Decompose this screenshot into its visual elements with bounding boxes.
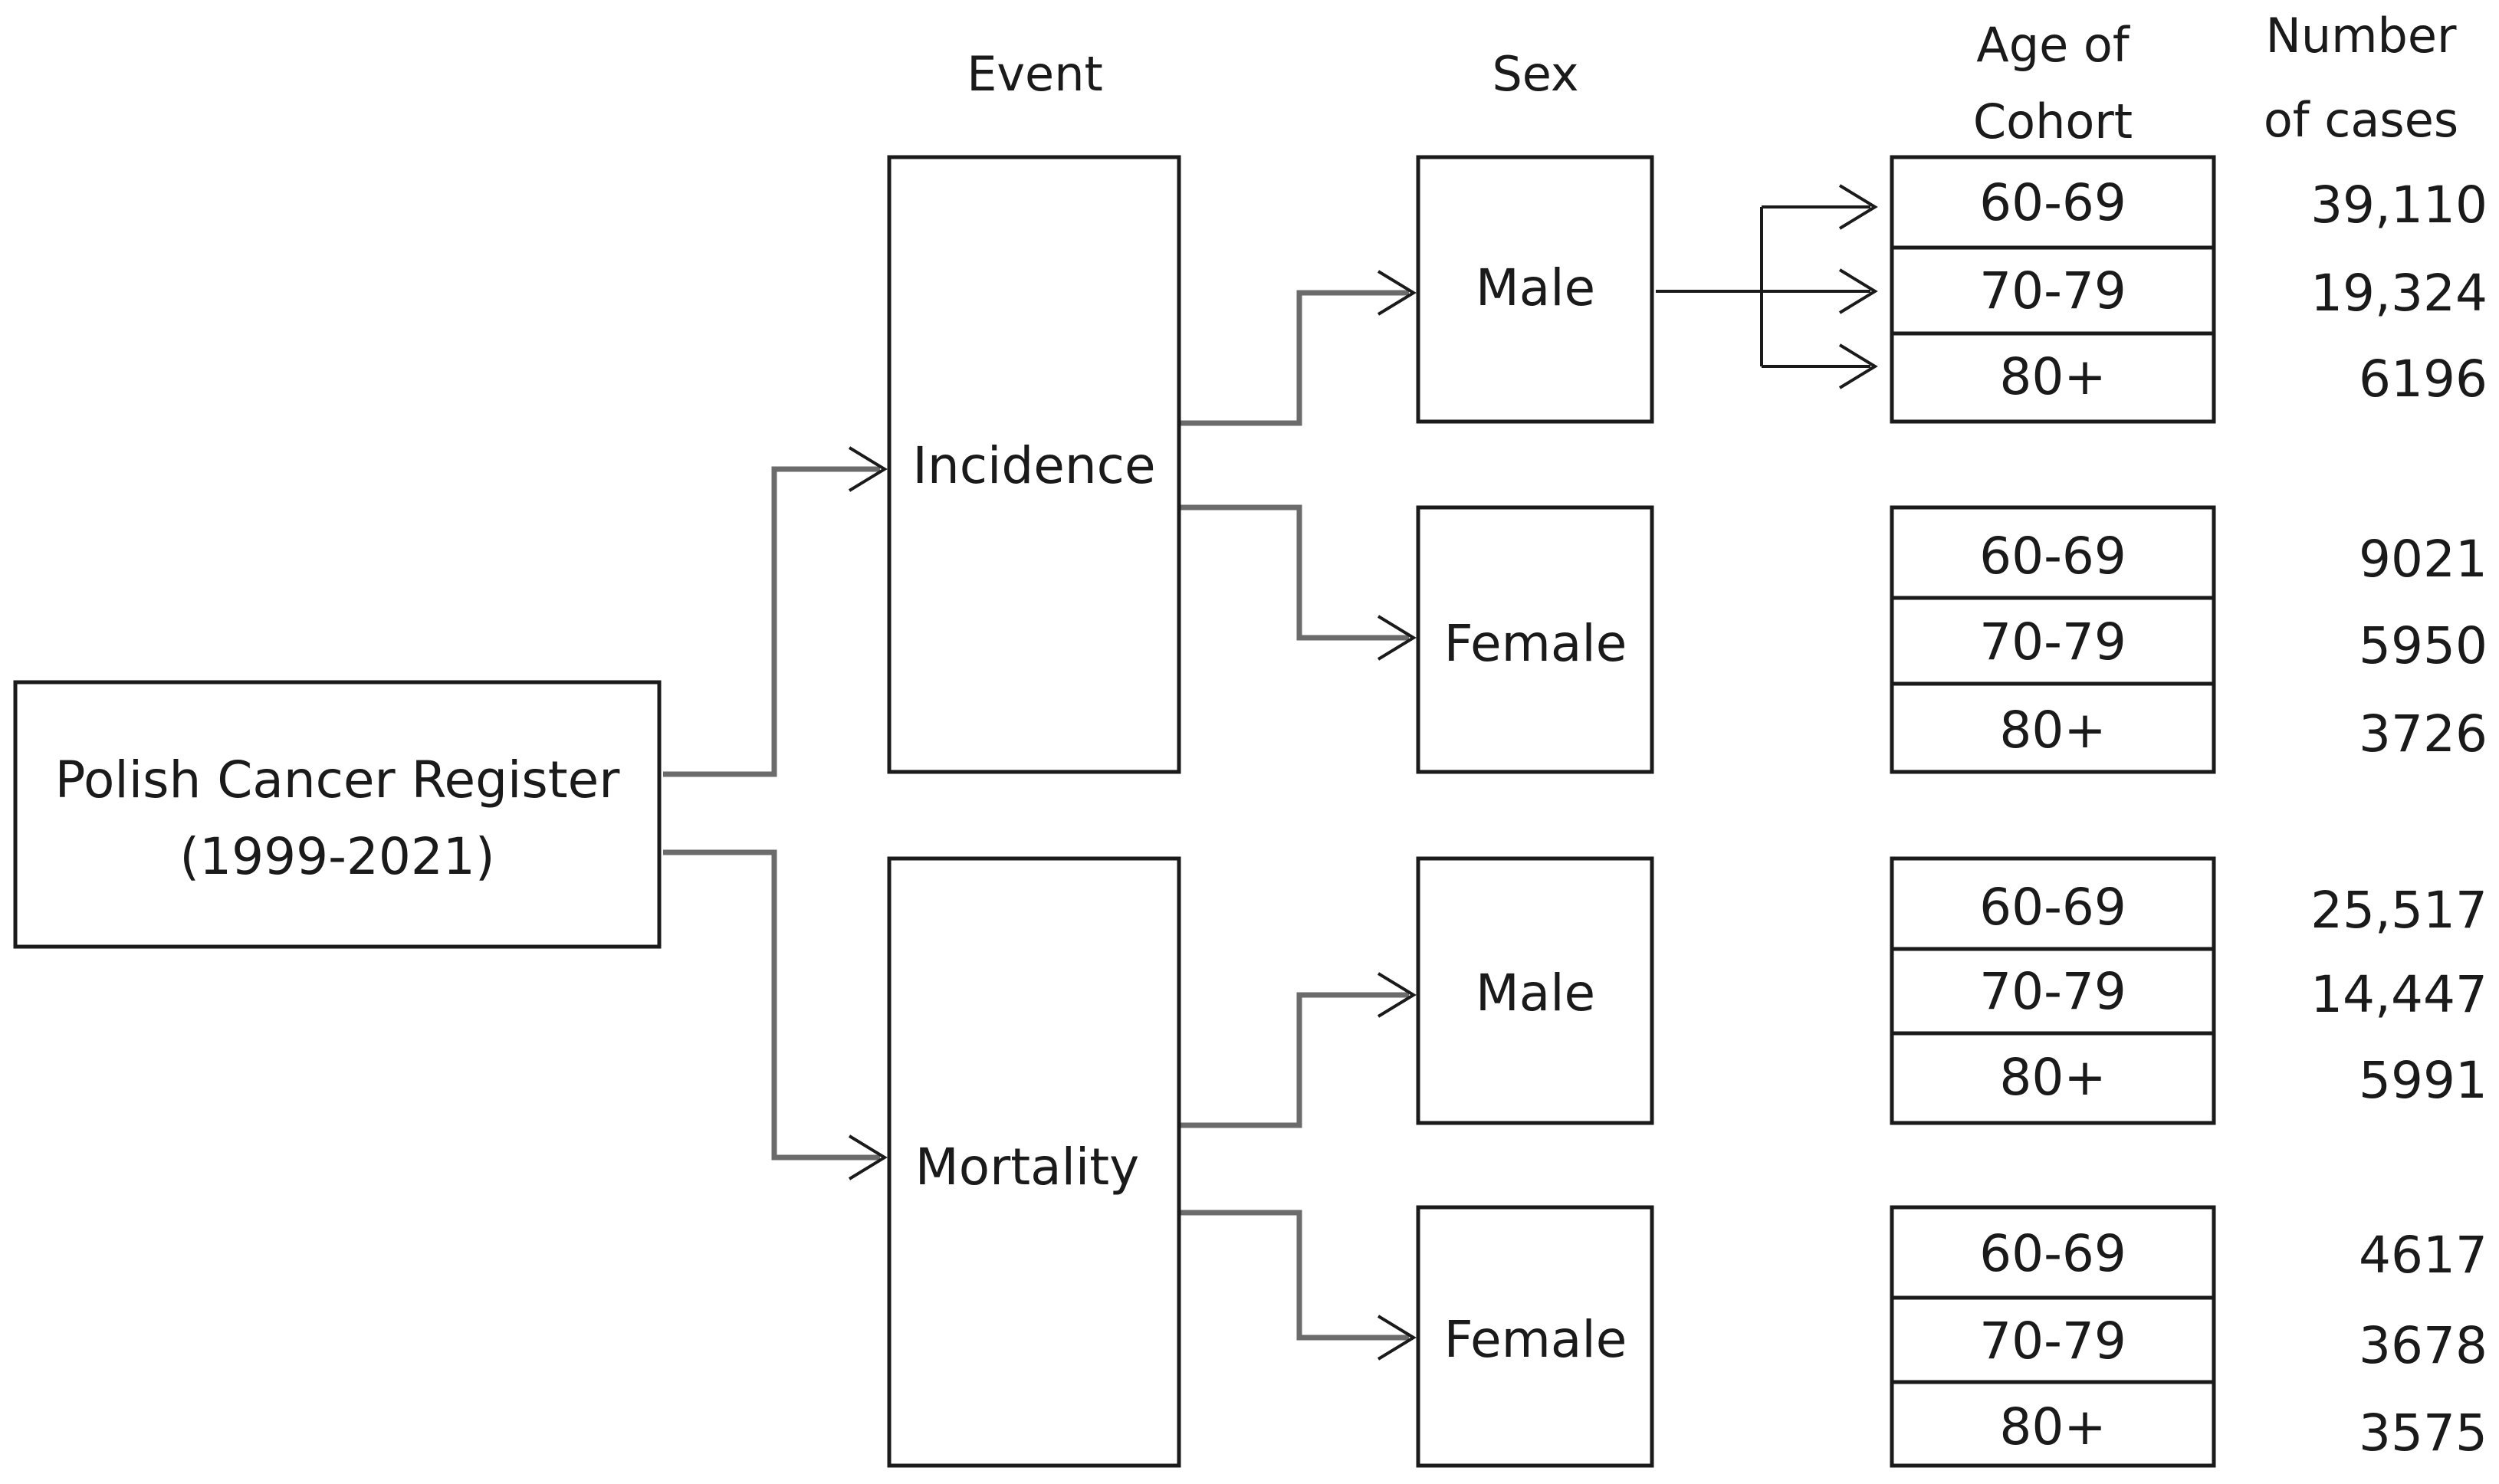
cohort-cell <box>1890 681 2216 774</box>
sex-label-incidence-male: Male <box>1476 258 1595 317</box>
cohort-table-incidence-male: 60-69 70-79 80+ 39,110 19,324 6196 <box>1890 155 2488 424</box>
case-count: 6196 <box>2359 350 2488 409</box>
connector-incidence-male <box>1179 290 1409 426</box>
cohort-age-label: 70-79 <box>1979 1312 2126 1371</box>
arrowhead-incidence <box>848 446 888 492</box>
sex-node-mortality-female: Female <box>1416 1205 1654 1468</box>
connector-incidence-female <box>1179 504 1409 641</box>
header-event: Event <box>967 46 1103 102</box>
case-count: 3678 <box>2359 1316 2488 1375</box>
connector-source-mortality <box>663 849 880 1161</box>
cohort-cell <box>1890 1205 2216 1300</box>
connector-source-incidence <box>663 466 880 777</box>
connector-mortality-female <box>1179 1210 1409 1341</box>
sex-box-mortality-male <box>1416 856 1654 1125</box>
case-count: 3575 <box>2359 1404 2488 1463</box>
cohort-cell <box>1890 947 2216 1036</box>
arrowhead-mortality-female <box>1377 1315 1417 1361</box>
header-age-line2: Cohort <box>1973 94 2133 149</box>
source-node: Polish Cancer Register (1999-2021) <box>13 680 662 949</box>
case-count: 19,324 <box>2310 264 2488 323</box>
arrowhead-mortality-male <box>1377 972 1417 1018</box>
cohort-cell <box>1890 155 2216 250</box>
cohort-age-label: 70-79 <box>1979 261 2126 320</box>
cohort-table-incidence-female: 60-69 70-79 80+ 9021 5950 3726 <box>1890 505 2488 774</box>
arrowhead-cohort-80plus <box>1838 343 1878 389</box>
header-number-line1: Number <box>2265 8 2457 64</box>
cohort-age-label: 80+ <box>1999 347 2106 406</box>
cohort-cell <box>1890 1380 2216 1468</box>
cohort-cell <box>1890 245 2216 336</box>
case-count: 39,110 <box>2310 176 2488 235</box>
source-label-line2: (1999-2021) <box>179 827 494 886</box>
cohort-age-label: 70-79 <box>1979 962 2126 1021</box>
case-count: 14,447 <box>2310 965 2488 1024</box>
arrowhead-mortality <box>848 1134 888 1180</box>
arrowhead-cohort-70-79 <box>1838 268 1878 314</box>
sex-label-mortality-female: Female <box>1444 1310 1627 1369</box>
header-number-line2: of cases <box>2264 92 2458 148</box>
cohort-age-label: 60-69 <box>1979 878 2126 937</box>
cohort-cell <box>1890 596 2216 686</box>
cohort-age-label: 60-69 <box>1979 527 2126 586</box>
case-count: 9021 <box>2359 530 2488 589</box>
arrowhead-cohort-60-69 <box>1838 184 1878 230</box>
sex-node-incidence-female: Female <box>1416 505 1654 774</box>
event-label-mortality: Mortality <box>915 1138 1139 1197</box>
sex-label-incidence-female: Female <box>1444 614 1627 673</box>
connector-mortality-male <box>1179 992 1409 1128</box>
case-count: 4617 <box>2359 1226 2488 1285</box>
header-sex: Sex <box>1492 46 1578 102</box>
arrowhead-incidence-female <box>1377 615 1417 661</box>
cohort-age-label: 60-69 <box>1979 173 2126 232</box>
cohort-cell <box>1890 856 2216 951</box>
event-node-mortality: Mortality <box>887 856 1181 1468</box>
case-count: 25,517 <box>2310 881 2488 940</box>
case-count: 3726 <box>2359 704 2488 763</box>
event-node-incidence: Incidence <box>887 155 1181 774</box>
sex-label-mortality-male: Male <box>1476 964 1595 1023</box>
cohort-table-mortality-female: 60-69 70-79 80+ 4617 3678 3575 <box>1890 1205 2488 1468</box>
event-box-incidence <box>887 155 1181 774</box>
event-label-incidence: Incidence <box>912 436 1155 495</box>
cohort-age-label: 60-69 <box>1979 1224 2126 1283</box>
event-box-mortality <box>887 856 1181 1468</box>
cohort-age-label: 80+ <box>1999 1397 2106 1456</box>
cohort-cell <box>1890 1295 2216 1384</box>
case-count: 5991 <box>2359 1051 2488 1110</box>
cohort-cell <box>1890 1031 2216 1125</box>
case-count: 5950 <box>2359 616 2488 675</box>
arrowhead-incidence-male <box>1377 270 1417 316</box>
cohort-age-label: 80+ <box>1999 701 2106 760</box>
sex-node-incidence-male: Male <box>1416 155 1654 424</box>
cohort-age-label: 80+ <box>1999 1048 2106 1107</box>
connector-male-cohorts <box>1656 205 1870 368</box>
source-box <box>13 680 662 949</box>
cohort-cell <box>1890 331 2216 424</box>
sex-box-incidence-female <box>1416 505 1654 774</box>
cohort-table-mortality-male: 60-69 70-79 80+ 25,517 14,447 5991 <box>1890 856 2488 1125</box>
header-age-line1: Age of <box>1976 17 2131 73</box>
source-label-line1: Polish Cancer Register <box>55 750 621 809</box>
sex-box-mortality-female <box>1416 1205 1654 1468</box>
cohort-age-label: 70-79 <box>1979 612 2126 671</box>
sex-box-incidence-male <box>1416 155 1654 424</box>
sex-node-mortality-male: Male <box>1416 856 1654 1125</box>
